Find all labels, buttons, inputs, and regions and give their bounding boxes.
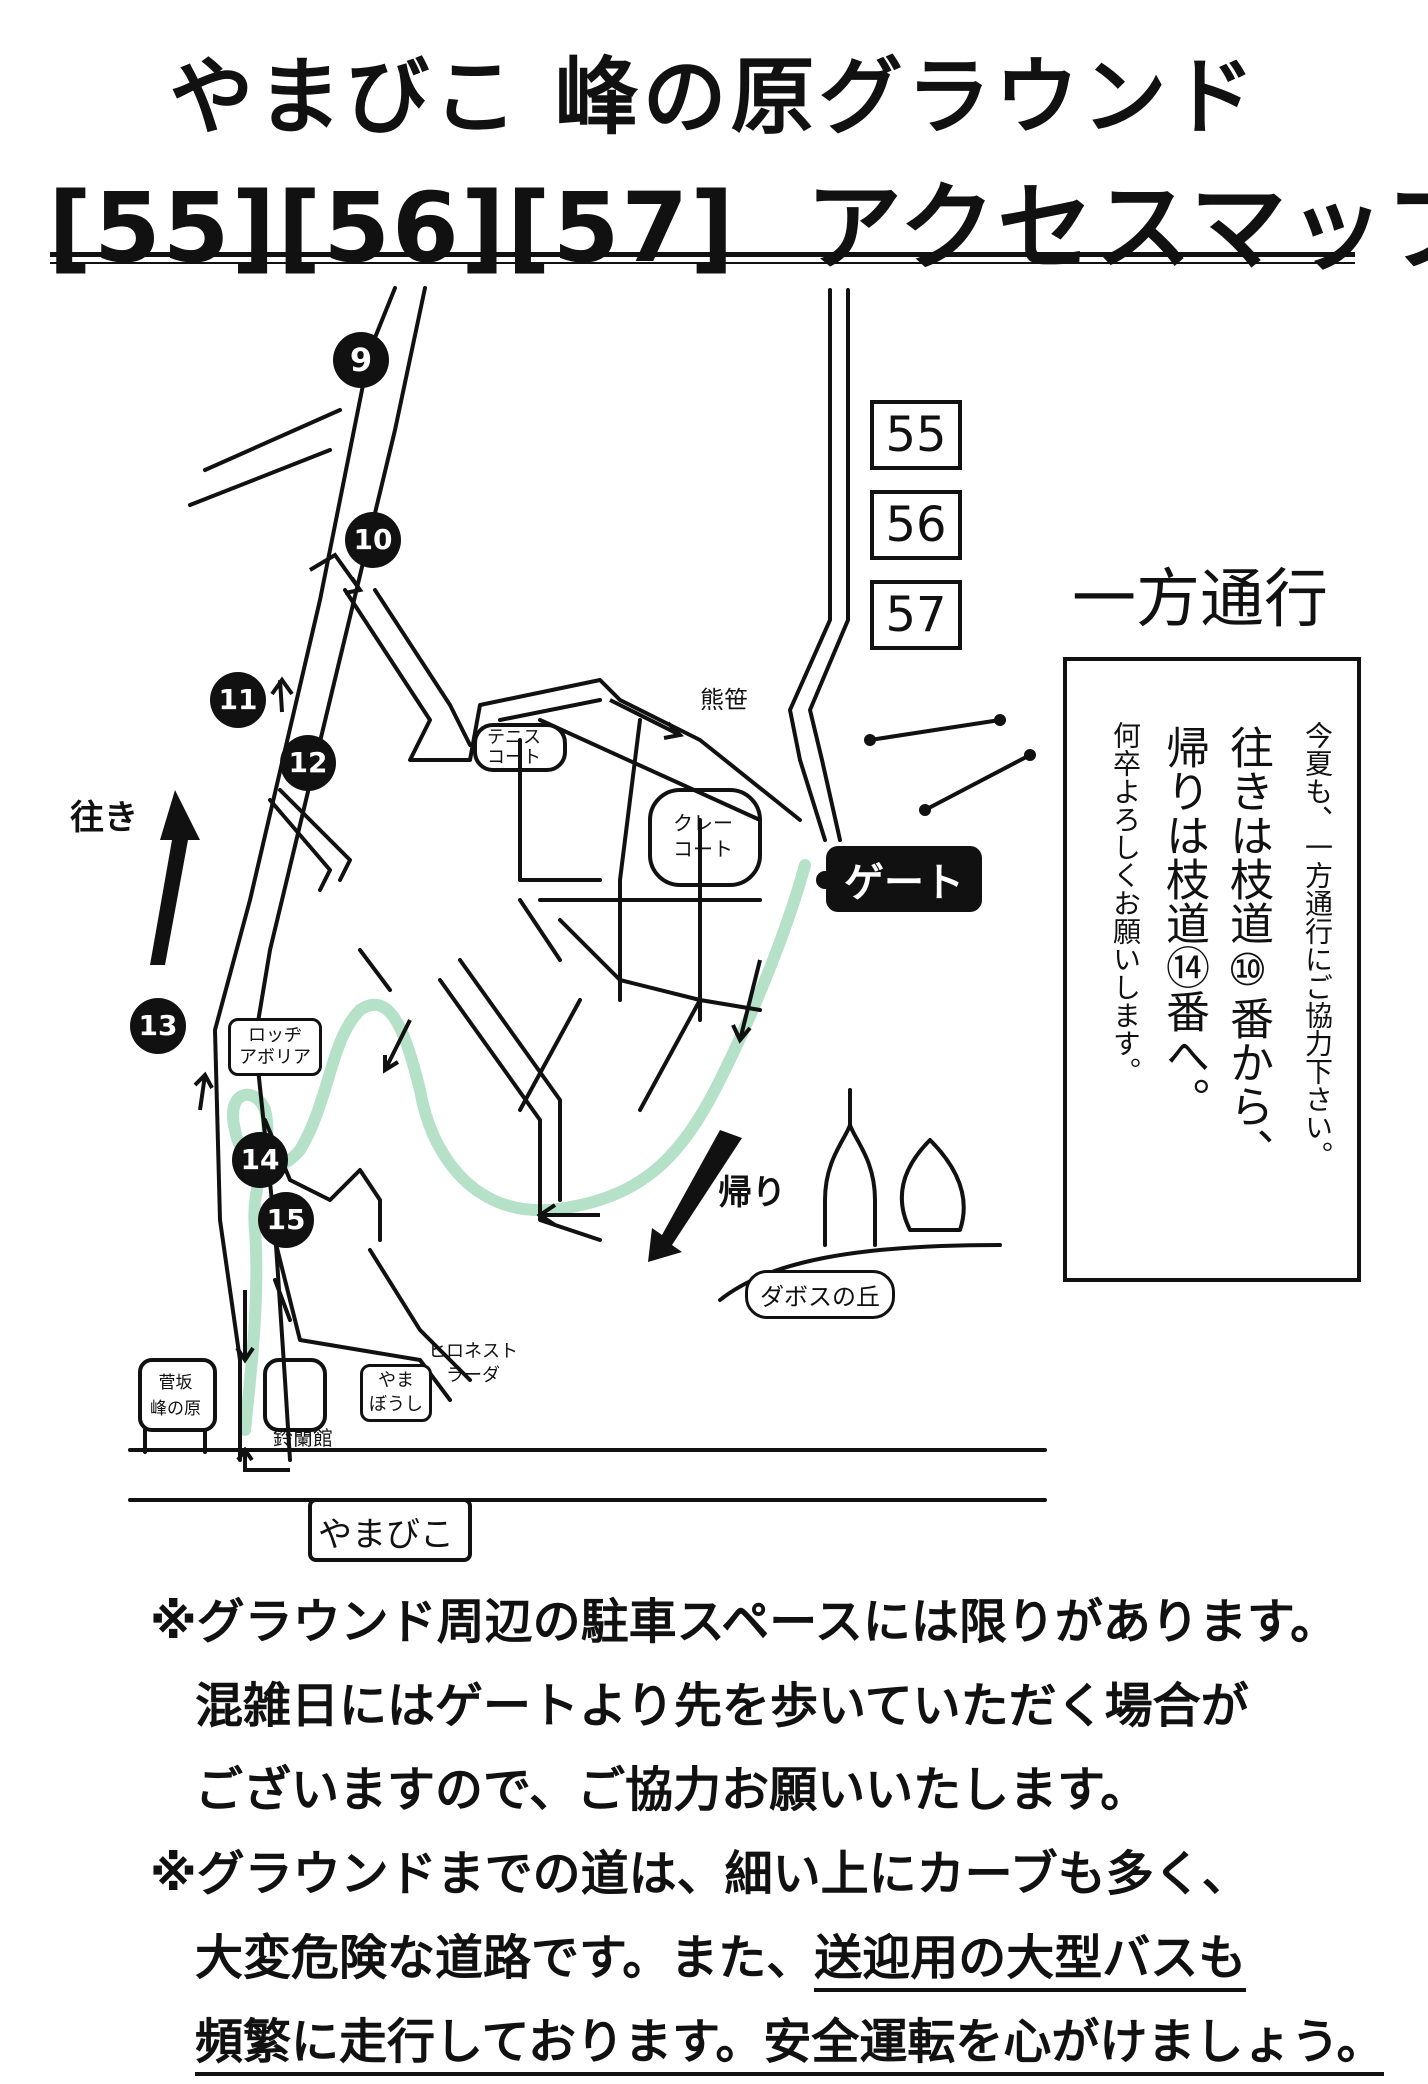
side-road-upper-left bbox=[188, 408, 342, 507]
note2-line1: ※グラウンドまでの道は、細い上にカーブも多く、 bbox=[150, 1846, 1250, 1902]
title-underline-thick bbox=[50, 252, 1355, 257]
branch-road-12 bbox=[268, 788, 352, 892]
note2-line2: 大変危険な道路です。また、送迎用の大型バスも bbox=[150, 1916, 1320, 2000]
branch-9-marker: 9 bbox=[333, 332, 389, 388]
note1-line2: 混雑日にはゲートより先を歩いていただく場合が bbox=[195, 1678, 1249, 1734]
sugadaira-building-legs bbox=[143, 1428, 207, 1454]
clay-court-label: クレー コート bbox=[673, 811, 733, 861]
title-line1: やまびこ 峰の原グラウンド bbox=[169, 48, 1259, 146]
note2-line3a: 頻繁に走行しております。 bbox=[195, 2014, 764, 2076]
clay-court-box bbox=[648, 788, 762, 887]
dabosu-label: ダボスの丘 bbox=[745, 1270, 895, 1319]
branch-15-marker: 15 bbox=[258, 1192, 314, 1248]
tennis-court-box bbox=[473, 723, 567, 772]
access-map bbox=[128, 286, 1047, 1562]
branch-14-marker: 14 bbox=[232, 1132, 288, 1188]
returning-arrow bbox=[648, 1130, 742, 1262]
oneway-bar-dot-d bbox=[1024, 749, 1036, 761]
oneway-bar-1 bbox=[868, 718, 1002, 742]
sugadaira-label: 菅坂 峰の原 bbox=[150, 1373, 201, 1419]
notes: ※グラウンド周辺の駐車スペースには限りがあります。 混雑日にはゲートより先を歩い… bbox=[150, 1580, 1385, 2084]
title-underline-thin bbox=[50, 262, 1355, 264]
yamabiko-label-box bbox=[308, 1498, 472, 1562]
oneway-bar-dot-b bbox=[994, 714, 1006, 726]
title-line2: [55][56][57] アクセスマップ bbox=[48, 150, 1428, 289]
field-box-56: 56 bbox=[870, 490, 962, 560]
branch-road-15 bbox=[273, 1238, 472, 1402]
note2-line3: 頻繁に走行しております。安全運転を心がけましょう。 bbox=[150, 2000, 1385, 2084]
field-box-57: 57 bbox=[870, 580, 962, 650]
lodge-label: ロッヂ アボリア bbox=[228, 1018, 322, 1076]
oneway-notice-col1: 今夏も、一方通行にご協力下さい。 bbox=[1301, 721, 1334, 1169]
route-arrows bbox=[193, 552, 762, 1472]
title-access-map: アクセスマップ bbox=[806, 172, 1428, 284]
oneway-notice-col2: 往きは枝道⑩番から、 bbox=[1222, 725, 1273, 1172]
note1-line3: ございますので、ご協力お願いいたします。 bbox=[195, 1762, 1149, 1818]
note2-line2b: 送迎用の大型バスも bbox=[814, 1930, 1247, 1992]
going-label: 往き bbox=[70, 798, 138, 838]
yamabiko-label: やまびこ bbox=[318, 1515, 454, 1555]
dabosu-tree bbox=[899, 1138, 966, 1232]
branch-12-marker: 12 bbox=[280, 735, 336, 791]
oneway-notice-col4: 何卒よろしくお願いします。 bbox=[1109, 721, 1142, 1085]
returning-label: 帰り bbox=[718, 1173, 786, 1213]
dabosu-tower bbox=[823, 1088, 877, 1247]
gate-label: ゲート bbox=[826, 846, 982, 912]
oneway-bar-dot-c bbox=[919, 804, 931, 816]
branch-13-marker: 13 bbox=[130, 998, 186, 1054]
branch-11-marker: 11 bbox=[210, 672, 266, 728]
yamaboushi-label: やま ぼうし bbox=[360, 1364, 432, 1422]
tennis-court-label: テニス コート bbox=[487, 727, 541, 768]
hironesuta-label: ヒロネスト ラーダ bbox=[428, 1341, 518, 1386]
suzuran-label: 鈴蘭館 bbox=[273, 1426, 333, 1450]
suzuran-building bbox=[263, 1358, 327, 1432]
oneway-notice-col3: 帰りは枝道⑭番へ。 bbox=[1158, 725, 1209, 1121]
branch-10-marker: 10 bbox=[345, 512, 401, 568]
road-to-fields bbox=[788, 288, 850, 842]
bottom-road bbox=[128, 1448, 1047, 1502]
sugadaira-building bbox=[138, 1358, 217, 1432]
going-arrow bbox=[150, 790, 200, 965]
field-box-55: 55 bbox=[870, 400, 962, 470]
note2-line2a: 大変危険な道路です。また、 bbox=[195, 1930, 815, 1986]
kumazasa-label: 熊笹 bbox=[700, 686, 748, 714]
oneway-title: 一方通行 bbox=[1072, 563, 1328, 637]
main-road-left-edge bbox=[213, 286, 397, 1462]
dabosu-hill bbox=[718, 1243, 1002, 1302]
note1-line1: ※グラウンド周辺の駐車スペースには限りがあります。 bbox=[150, 1594, 1339, 1650]
title-field-codes: [55][56][57] bbox=[48, 172, 737, 284]
oneway-bar-dot-a bbox=[864, 734, 876, 746]
oneway-notice-box: 今夏も、一方通行にご協力下さい。 往きは枝道⑩番から、 帰りは枝道⑭番へ。 何卒… bbox=[1063, 657, 1361, 1282]
oneway-bar-2 bbox=[923, 753, 1032, 812]
note2-line3b: 安全運転を心がけましょう。 bbox=[763, 2014, 1385, 2076]
main-road-right-edge bbox=[253, 286, 427, 1462]
